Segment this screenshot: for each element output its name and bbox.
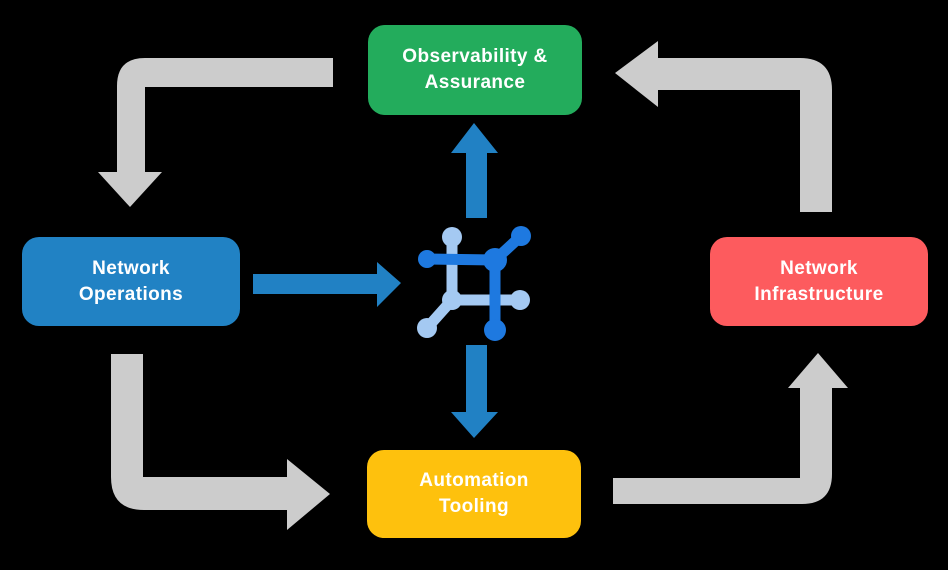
node-network-operations: Network Operations: [22, 237, 240, 326]
node-network-operations-label: Network Operations: [78, 257, 184, 305]
node-observability-assurance: Observability & Assurance: [368, 25, 582, 115]
arrow-observability-to-operations: [98, 58, 333, 207]
node-automation-tooling: Automation Tooling: [367, 450, 581, 538]
arrow-infrastructure-to-observability: [615, 41, 832, 212]
node-observability-label: Observability & Assurance: [402, 46, 548, 93]
fabric-icon-dark-branches: [418, 226, 531, 341]
arrow-operations-to-automation: [111, 354, 330, 530]
network-fabric-icon: [417, 226, 531, 341]
node-network-infrastructure: Network Infrastructure: [710, 237, 928, 326]
arrow-hub-to-observability: [451, 123, 498, 218]
arrow-hub-to-automation: [451, 345, 498, 438]
arrow-automation-to-infrastructure: [613, 353, 848, 504]
arrow-operations-to-hub: [253, 262, 401, 307]
node-automation-tooling-label: Automation Tooling: [419, 470, 529, 517]
fabric-icon-light-branches: [417, 227, 530, 338]
node-network-infrastructure-label: Network Infrastructure: [754, 257, 884, 305]
